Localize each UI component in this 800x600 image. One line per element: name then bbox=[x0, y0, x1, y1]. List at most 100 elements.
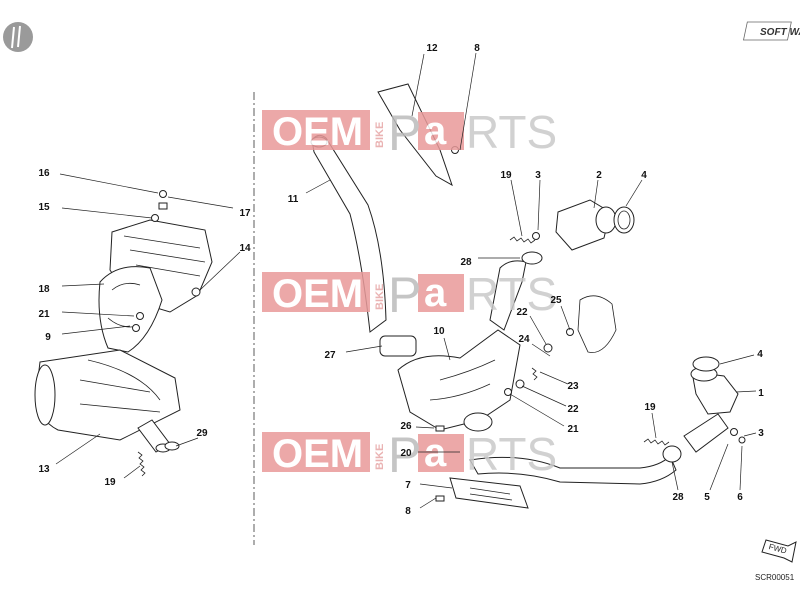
callout-3: 3 bbox=[535, 170, 541, 181]
callout-18: 18 bbox=[38, 284, 50, 295]
leader-line-27 bbox=[345, 345, 383, 353]
gasket-29 bbox=[164, 441, 180, 451]
callout-21: 21 bbox=[567, 424, 579, 435]
leader-line-25 bbox=[560, 305, 571, 331]
fwd-arrow-icon: FWD bbox=[761, 539, 797, 563]
callout-8: 8 bbox=[405, 506, 411, 517]
callout-28: 28 bbox=[460, 257, 472, 268]
tail-pipe bbox=[469, 455, 677, 485]
callout-17: 17 bbox=[239, 208, 251, 219]
leader-line-16 bbox=[59, 173, 159, 194]
watermark-a: a bbox=[424, 271, 447, 315]
silencer-body bbox=[35, 349, 181, 441]
gasket-4-top bbox=[613, 206, 635, 234]
watermark-oem: OEM bbox=[272, 110, 363, 154]
leader-line-22 bbox=[529, 315, 547, 345]
heat-guard-7 bbox=[449, 477, 529, 509]
leader-line-18 bbox=[61, 283, 105, 287]
leader-line-4 bbox=[719, 354, 755, 365]
watermark-rts: RTS bbox=[466, 106, 557, 158]
watermark-bike: BIKE bbox=[374, 444, 386, 470]
heat-shield-12 bbox=[377, 83, 453, 187]
softway-logo: SOFT WAY bbox=[743, 21, 800, 41]
callout-23: 23 bbox=[567, 381, 579, 392]
watermark-p: P bbox=[388, 267, 421, 323]
callout-29: 29 bbox=[196, 428, 208, 439]
callout-28: 28 bbox=[672, 492, 684, 503]
leader-line-12 bbox=[411, 53, 425, 117]
leader-line-8 bbox=[419, 497, 437, 509]
leader-line-9 bbox=[61, 325, 131, 335]
callout-21: 21 bbox=[38, 309, 50, 320]
leader-line-24 bbox=[531, 343, 551, 357]
callout-10: 10 bbox=[433, 326, 445, 337]
callout-24: 24 bbox=[518, 334, 530, 345]
heat-shield bbox=[98, 266, 163, 353]
leader-line-19 bbox=[123, 465, 141, 479]
page-tab-icon bbox=[3, 22, 33, 52]
leader-line-19 bbox=[651, 412, 657, 439]
watermark-oem: OEM bbox=[272, 432, 363, 476]
leader-line-1 bbox=[735, 390, 757, 393]
callout-6: 6 bbox=[737, 492, 743, 503]
leader-lines bbox=[55, 52, 757, 509]
leader-line-28 bbox=[671, 461, 679, 491]
callout-12: 12 bbox=[426, 43, 438, 54]
gasket-28-top bbox=[521, 251, 543, 265]
leader-line-17 bbox=[167, 196, 234, 209]
leader-line-11 bbox=[305, 179, 331, 194]
callout-2: 2 bbox=[596, 170, 602, 181]
diagram-code: SCR00051 bbox=[755, 573, 795, 582]
callout-8: 8 bbox=[474, 43, 480, 54]
callout-13: 13 bbox=[38, 464, 50, 475]
leader-line-6 bbox=[739, 445, 743, 491]
leader-line-13 bbox=[55, 433, 101, 465]
leader-line-8 bbox=[459, 52, 477, 151]
callout-1: 1 bbox=[758, 388, 764, 399]
leader-line-29 bbox=[175, 437, 199, 447]
callout-22: 22 bbox=[567, 404, 579, 415]
clamp-27 bbox=[379, 335, 417, 357]
leader-line-19 bbox=[510, 179, 523, 237]
leader-line-21 bbox=[509, 393, 565, 427]
callout-5: 5 bbox=[704, 492, 710, 503]
leader-line-26 bbox=[415, 426, 435, 429]
leader-line-14 bbox=[199, 251, 241, 291]
watermark-bike: BIKE bbox=[374, 122, 386, 148]
callout-25: 25 bbox=[550, 295, 562, 306]
leader-line-3 bbox=[743, 432, 757, 437]
watermark-p: P bbox=[388, 105, 421, 161]
watermark-oem: OEM bbox=[272, 272, 363, 316]
gasket-4-lower bbox=[692, 356, 720, 372]
leader-line-5 bbox=[709, 443, 729, 491]
callout-11: 11 bbox=[288, 194, 299, 205]
leader-line-7 bbox=[419, 483, 453, 489]
callout-26: 26 bbox=[400, 421, 412, 432]
callout-19: 19 bbox=[500, 170, 512, 181]
leader-line-2 bbox=[593, 179, 599, 209]
callout-9: 9 bbox=[45, 332, 51, 343]
callout-22: 22 bbox=[516, 307, 528, 318]
watermark-rts: RTS bbox=[466, 268, 557, 320]
engine-outline bbox=[577, 295, 617, 353]
callout-20: 20 bbox=[400, 448, 412, 459]
leader-line-21 bbox=[61, 311, 135, 317]
watermark-a: a bbox=[424, 431, 447, 475]
spring-19-left bbox=[137, 451, 146, 477]
callout-4: 4 bbox=[641, 170, 647, 181]
callout-14: 14 bbox=[239, 243, 251, 254]
callout-7: 7 bbox=[405, 480, 411, 491]
leader-line-4 bbox=[625, 179, 643, 207]
elbow-2 bbox=[555, 199, 611, 251]
callout-15: 15 bbox=[38, 202, 50, 213]
watermark-p: P bbox=[388, 427, 421, 483]
leader-line-3 bbox=[537, 179, 541, 231]
callout-16: 16 bbox=[38, 168, 50, 179]
callout-27: 27 bbox=[324, 350, 336, 361]
logo-text: SOFT WAY bbox=[760, 27, 800, 38]
